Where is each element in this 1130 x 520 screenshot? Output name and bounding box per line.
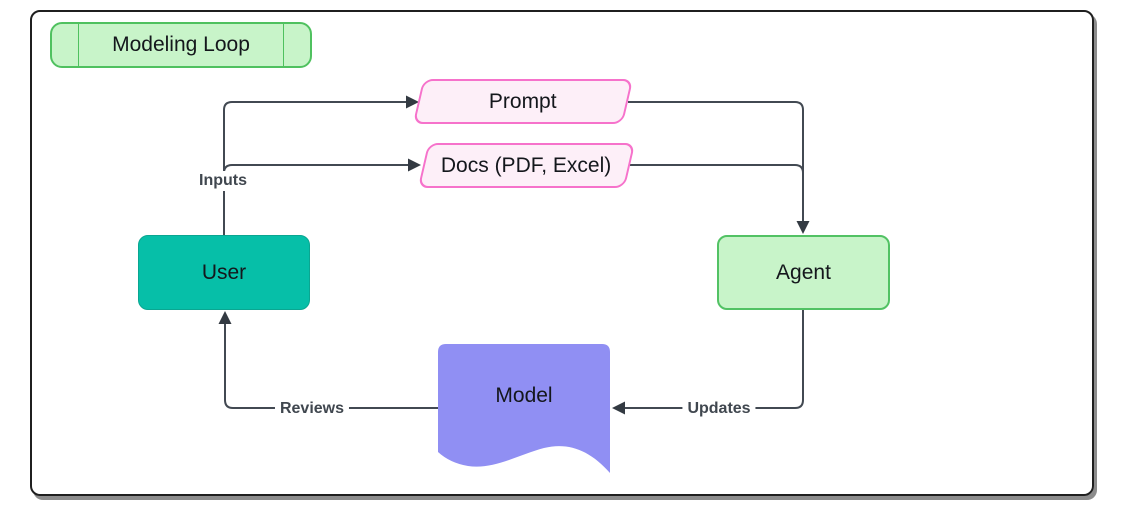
docs-label: Docs (PDF, Excel) bbox=[441, 153, 612, 177]
modeling-loop-label: Modeling Loop bbox=[112, 33, 250, 56]
user-label: User bbox=[201, 260, 247, 284]
edge-user-to-prompt bbox=[223, 101, 406, 235]
diagram-outer-frame bbox=[30, 10, 1094, 496]
edge-prompt-to-agent bbox=[628, 101, 804, 221]
edge-model-to-user bbox=[224, 324, 438, 409]
node-model-shape bbox=[438, 344, 610, 473]
edge-agent-to-model bbox=[625, 310, 804, 409]
node-prompt: Prompt bbox=[412, 79, 634, 124]
node-docs: Docs (PDF, Excel) bbox=[417, 143, 636, 188]
arrowhead-into-prompt bbox=[406, 95, 419, 109]
model-label: Model bbox=[495, 384, 553, 407]
edge-docs-to-agent bbox=[630, 164, 804, 215]
arrowhead-into-user bbox=[218, 311, 232, 324]
arrowhead-into-agent bbox=[796, 221, 810, 234]
agent-label: Agent bbox=[776, 260, 831, 284]
edge-label-reviews: Reviews bbox=[274, 399, 350, 419]
arrowhead-into-model bbox=[612, 401, 625, 415]
node-user: User bbox=[138, 235, 310, 310]
prompt-label: Prompt bbox=[489, 89, 557, 113]
model-document-icon bbox=[438, 344, 610, 473]
node-agent: Agent bbox=[717, 235, 890, 310]
node-modeling-loop-badge: Modeling Loop bbox=[50, 22, 312, 68]
edge-label-updates: Updates bbox=[682, 399, 756, 419]
arrowhead-into-docs bbox=[408, 158, 421, 172]
edge-label-inputs: Inputs bbox=[194, 171, 252, 191]
